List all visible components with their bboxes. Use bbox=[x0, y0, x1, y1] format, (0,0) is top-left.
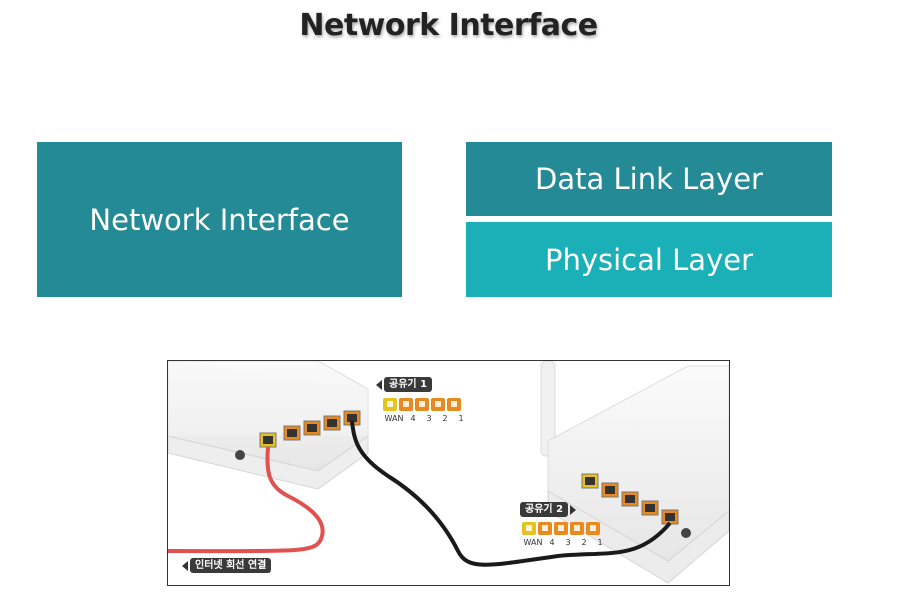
lan-port-icon bbox=[431, 398, 445, 411]
port-label: 3 bbox=[426, 414, 432, 423]
lan-port-icon bbox=[538, 522, 552, 535]
lan-port-icon bbox=[415, 398, 429, 411]
network-interface-label: Network Interface bbox=[89, 202, 350, 237]
port-label: 2 bbox=[442, 414, 448, 423]
port-label: 4 bbox=[549, 538, 555, 547]
data-link-layer-block: Data Link Layer bbox=[466, 142, 832, 216]
router-2-port-legend: WAN 4 3 2 1 bbox=[522, 522, 608, 547]
physical-layer-label: Physical Layer bbox=[544, 242, 754, 277]
wan-port-icon bbox=[522, 522, 536, 535]
pointer-right-icon bbox=[570, 504, 577, 515]
port-label: 4 bbox=[410, 414, 416, 423]
port-label: 1 bbox=[597, 538, 603, 547]
lan-cable bbox=[350, 420, 672, 567]
page-title: Network Interface bbox=[299, 8, 598, 43]
router-1-callout: 공유기 1 bbox=[376, 377, 433, 392]
port-label: 1 bbox=[458, 414, 464, 423]
lan-port-icon bbox=[586, 522, 600, 535]
data-link-layer-label: Data Link Layer bbox=[535, 162, 763, 196]
router-2-callout: 공유기 2 bbox=[520, 502, 577, 517]
port-label: WAN bbox=[523, 538, 543, 547]
port-label: 3 bbox=[565, 538, 571, 547]
lan-port-icon bbox=[399, 398, 413, 411]
port-label: WAN bbox=[384, 414, 404, 423]
internet-callout: 인터넷 회선 연결 bbox=[182, 558, 272, 573]
internet-connection-label: 인터넷 회선 연결 bbox=[190, 558, 272, 573]
router-connection-photo: 공유기 1 WAN 4 3 2 1 공유기 2 WAN bbox=[167, 360, 730, 586]
router-2-label: 공유기 2 bbox=[520, 502, 569, 517]
wan-cable bbox=[168, 446, 325, 554]
lan-port-icon bbox=[447, 398, 461, 411]
physical-layer-block: Physical Layer bbox=[466, 222, 832, 297]
pointer-left-icon bbox=[182, 560, 188, 571]
power-jack-icon bbox=[235, 450, 245, 460]
lan-port-icon bbox=[570, 522, 584, 535]
pointer-left-icon bbox=[376, 379, 382, 390]
port-label: 2 bbox=[581, 538, 587, 547]
wan-port-icon bbox=[383, 398, 397, 411]
router-illustration bbox=[168, 361, 729, 584]
lan-port-icon bbox=[554, 522, 568, 535]
network-interface-block: Network Interface bbox=[37, 142, 402, 297]
router-1-port-legend: WAN 4 3 2 1 bbox=[383, 398, 469, 423]
router-1-label: 공유기 1 bbox=[384, 377, 433, 392]
